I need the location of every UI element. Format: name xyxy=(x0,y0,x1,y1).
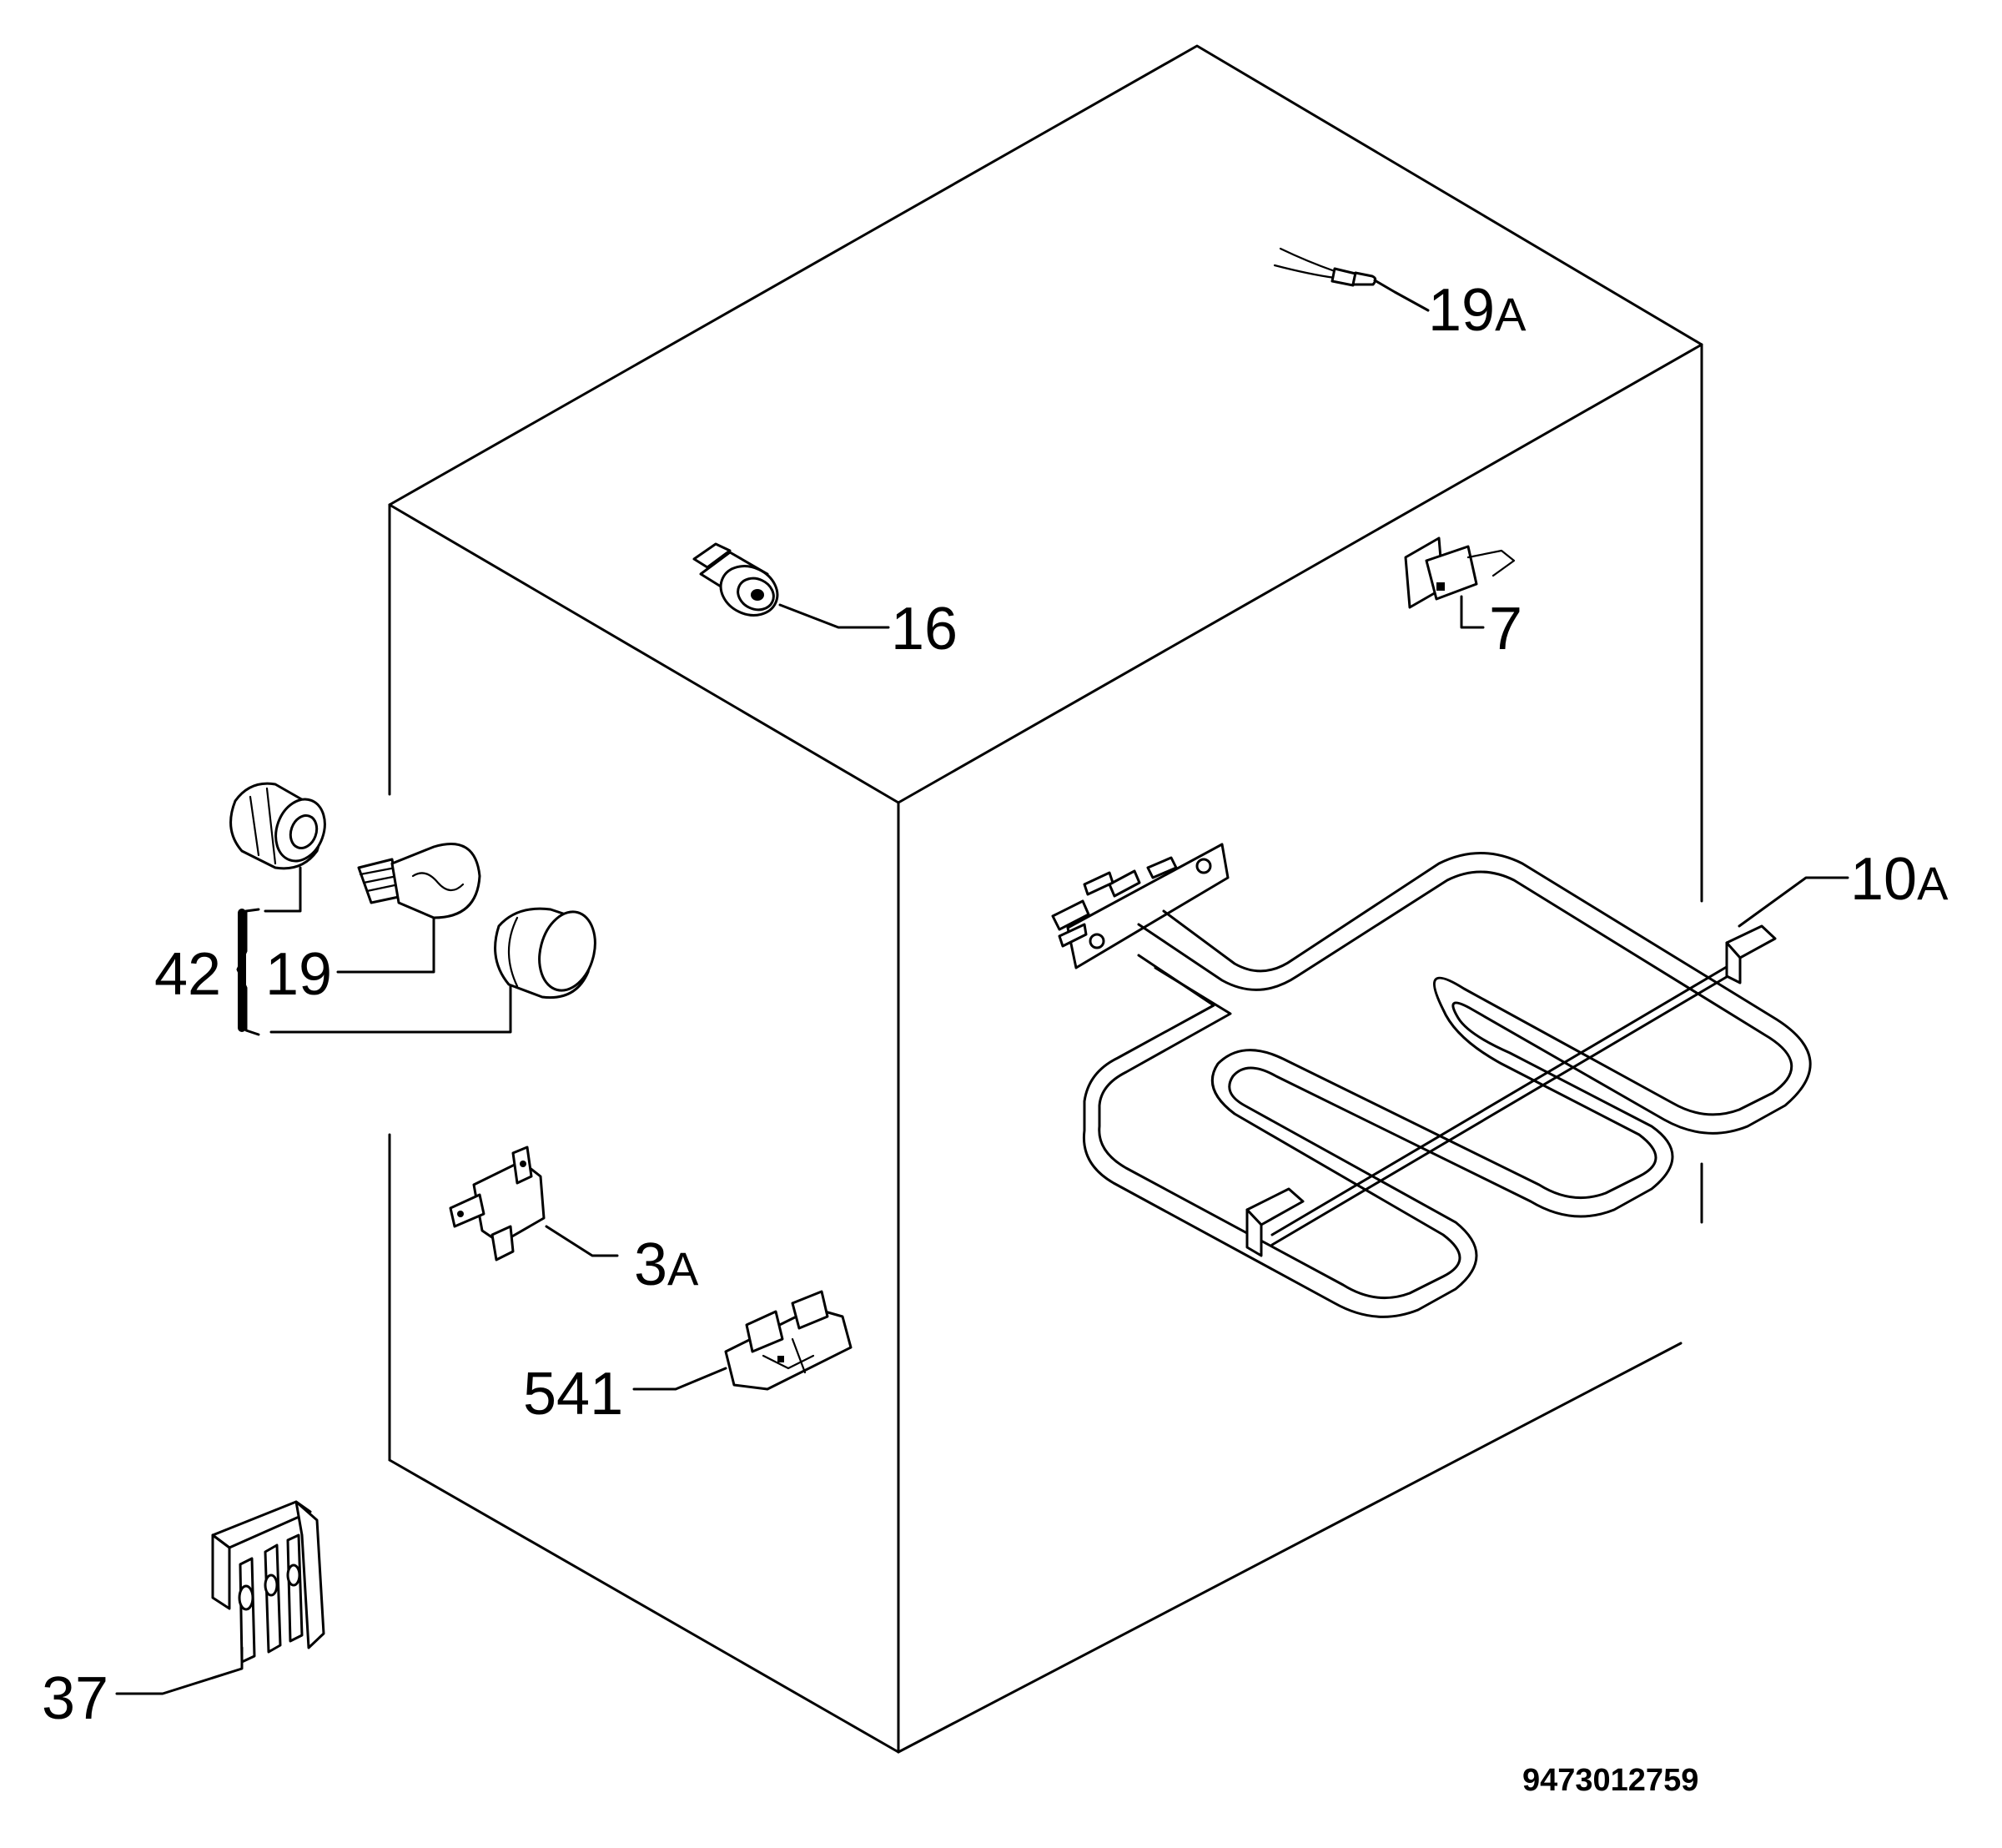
label-541: 541 xyxy=(523,1361,623,1428)
label-10a: 10A xyxy=(1850,846,1949,913)
part-3a-safety-thermostat xyxy=(449,1146,619,1261)
part-10a-grill-heating-element xyxy=(1051,843,1849,1318)
part-7-door-switch xyxy=(1404,536,1516,629)
oven-cavity-outline xyxy=(388,44,1703,1754)
part-42-oven-lamp-holder xyxy=(229,782,326,913)
part-19-lamp-bulb xyxy=(336,843,481,974)
part-16-lamp-socket xyxy=(692,542,890,629)
bracket-42 xyxy=(236,908,260,1036)
part-19a-temperature-sensor xyxy=(1273,247,1430,312)
label-19: 19 xyxy=(265,941,332,1008)
label-16: 16 xyxy=(891,596,958,662)
part-42-lamp-cover xyxy=(269,907,596,1034)
drawing-number: 9473012759 xyxy=(1522,1763,1698,1798)
part-37-terminal-bracket xyxy=(115,1500,325,1695)
part-541-terminal-block xyxy=(632,1290,853,1391)
label-3a: 3A xyxy=(634,1231,699,1298)
label-7: 7 xyxy=(1489,596,1522,662)
label-19a: 19A xyxy=(1428,277,1527,344)
label-42: 42 xyxy=(154,941,221,1008)
label-37: 37 xyxy=(42,1665,108,1732)
